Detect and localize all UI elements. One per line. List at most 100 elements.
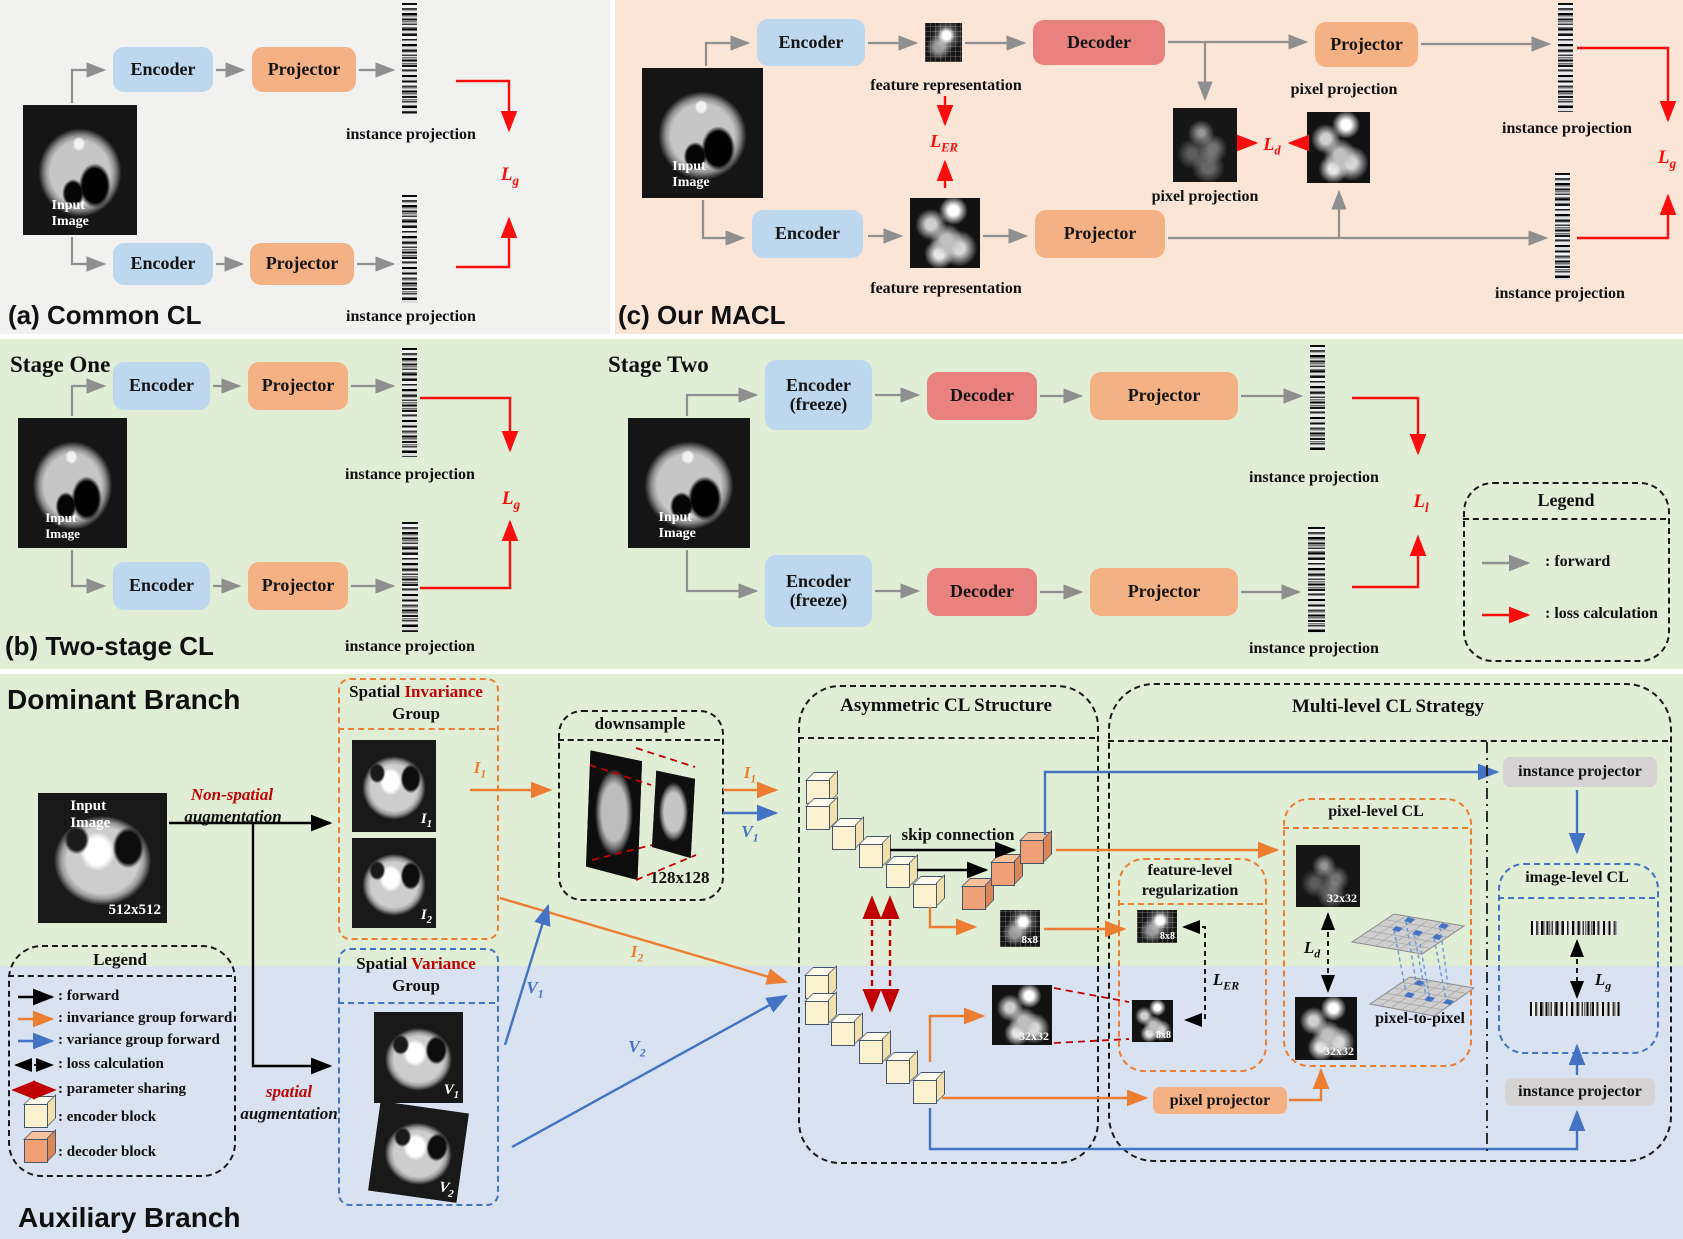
input-size-label: 512x512 xyxy=(108,902,162,918)
loss-ld-bottom: Ld xyxy=(1303,938,1321,961)
decoder-cube xyxy=(1020,840,1044,864)
legend-bottom-box xyxy=(8,945,236,1177)
legend-b-box xyxy=(1463,482,1670,662)
stage-two-heading: Stage Two xyxy=(608,352,709,377)
pixel-to-pixel-label: pixel-to-pixel xyxy=(1375,1010,1465,1027)
instance-projection-bars-a-top xyxy=(402,3,417,115)
encoder-cube xyxy=(913,1080,937,1104)
ct-input-image-c: Input Image xyxy=(642,68,763,198)
stage-one-heading: Stage One xyxy=(10,352,111,377)
instance-projection-bars-c-bottom xyxy=(1555,173,1570,280)
image-level-separator xyxy=(1498,897,1655,899)
section-c-title: (c) Our MACL xyxy=(618,300,786,330)
encoder-cube xyxy=(886,864,910,888)
dominant-8x8-map: 8x8 xyxy=(1000,910,1040,947)
decoder-b2-bottom: Decoder xyxy=(927,568,1037,616)
map-size-label: 32x32 xyxy=(1019,1029,1049,1043)
v2-image-label: V2 xyxy=(437,1179,455,1201)
i1-arrow-label: I1 xyxy=(473,758,487,781)
section-a-title: (a) Common CL xyxy=(8,300,202,330)
instance-projection-label: instance projection xyxy=(1495,285,1625,302)
ct-invariance-i2: I2 xyxy=(352,838,436,928)
non-spatial-aug-label-1: Non-spatial xyxy=(190,785,274,804)
map-size-label: 8x8 xyxy=(1156,1030,1171,1041)
invariance-group-title-line2: Group xyxy=(392,704,440,723)
dominant-branch-heading: Dominant Branch xyxy=(7,684,241,715)
encoder-cube xyxy=(806,806,830,830)
map-size-label: 8x8 xyxy=(1021,934,1039,946)
feature-representation-map-top xyxy=(925,23,962,62)
instance-projection-bars-b2-bottom xyxy=(1308,527,1325,633)
projector-b2-bottom: Projector xyxy=(1090,568,1238,616)
instance-projector-bottom: instance projector xyxy=(1505,1078,1655,1106)
instance-projection-label: instance projection xyxy=(346,126,476,143)
asymmetric-cl-title: Asymmetric CL Structure xyxy=(840,695,1052,716)
ct-variance-v2: V2 xyxy=(368,1101,469,1203)
encoder-cube xyxy=(859,1040,883,1064)
projector-b2-top: Projector xyxy=(1090,372,1238,420)
downsample-size-label: 128x128 xyxy=(650,868,710,887)
encoder-c-bottom: Encoder xyxy=(752,210,863,258)
pixel-cl-32x32-bottom: 32x32 xyxy=(1295,997,1357,1060)
encoder-cube xyxy=(832,826,856,850)
feature-representation-label: feature representation xyxy=(870,280,1022,297)
ct-variance-v1: V1 xyxy=(374,1012,463,1103)
instance-projection-label: instance projection xyxy=(1502,120,1632,137)
auxiliary-32x32-map: 32x32 xyxy=(992,985,1052,1045)
variance-group-separator xyxy=(338,1002,495,1004)
decoder-c: Decoder xyxy=(1033,20,1165,65)
legend-bottom-title: Legend xyxy=(93,950,147,969)
encoder-a-bottom: Encoder xyxy=(113,243,213,285)
section-b-title: (b) Two-stage CL xyxy=(5,631,214,661)
loss-ler-bottom: LER xyxy=(1212,970,1240,993)
image-level-cl-box xyxy=(1498,863,1659,1054)
instance-projection-bars-c-top xyxy=(1558,3,1573,112)
ct-input-image-b1: Input Image xyxy=(18,418,127,548)
legend-loss-label: : loss calculation xyxy=(1545,605,1658,622)
input-image-label: Input Image xyxy=(70,798,111,831)
feature-reg-title-line1: feature-level xyxy=(1147,862,1233,879)
downsample-plane-small xyxy=(652,770,695,858)
legend-forward-label: : forward xyxy=(1545,553,1611,570)
loss-ler-c: LER xyxy=(930,131,958,155)
skip-connection-label: skip connection xyxy=(901,825,1015,844)
loss-ld-c: Ld xyxy=(1263,134,1281,158)
v1-arrow-label: V1 xyxy=(526,978,544,1001)
pixel-projection-label: pixel projection xyxy=(1151,188,1259,205)
decoder-cube xyxy=(991,862,1015,886)
feature-reg-title-line2: regularization xyxy=(1141,882,1239,899)
asymmetric-cl-box xyxy=(798,685,1099,1164)
projector-a-top: Projector xyxy=(252,47,356,92)
image-level-bars-bottom xyxy=(1530,1002,1620,1016)
instance-projection-bars-b1-top xyxy=(402,348,417,457)
legend-b-title: Legend xyxy=(1537,490,1595,510)
projector-b1-bottom: Projector xyxy=(248,562,348,610)
spatial-variance-group-box xyxy=(338,948,499,1206)
i1-image-label: I1 xyxy=(420,811,432,830)
ct-invariance-i1: I1 xyxy=(352,740,436,832)
invariance-group-title-line1: Spatial Invariance xyxy=(349,682,483,701)
v2-arrow-label: V2 xyxy=(628,1037,646,1060)
asymmetric-separator xyxy=(798,737,1095,739)
loss-lg-a: Lg xyxy=(500,164,520,188)
spatial-aug-label-1: spatial xyxy=(265,1082,313,1101)
spatial-aug-label-2: augmentation xyxy=(240,1104,338,1123)
feature-reg-8x8-top: 8x8 xyxy=(1137,910,1177,943)
projector-c-top: Projector xyxy=(1315,22,1418,67)
projector-c-bottom: Projector xyxy=(1035,210,1165,258)
feature-representation-label: feature representation xyxy=(870,77,1022,94)
map-size-label: 32x32 xyxy=(1327,891,1357,905)
invariance-group-separator xyxy=(338,728,495,730)
variance-group-title-line1: Spatial Variance xyxy=(356,954,476,973)
pixel-level-cl-title: pixel-level CL xyxy=(1328,803,1424,820)
input-image-label: Input Image xyxy=(672,159,710,190)
feature-representation-map-bottom xyxy=(910,198,980,268)
legend-item-parameter-sharing: : parameter sharing xyxy=(58,1081,187,1097)
downsample-plane-large xyxy=(586,750,642,880)
encoder-cube xyxy=(886,1060,910,1084)
legend-item-decoder-block: : decoder block xyxy=(58,1144,157,1160)
instance-projection-label: instance projection xyxy=(345,638,475,655)
i2-image-label: I2 xyxy=(420,907,432,926)
encoder-c-top: Encoder xyxy=(757,19,865,66)
legend-item-loss: : loss calculation xyxy=(58,1056,164,1072)
